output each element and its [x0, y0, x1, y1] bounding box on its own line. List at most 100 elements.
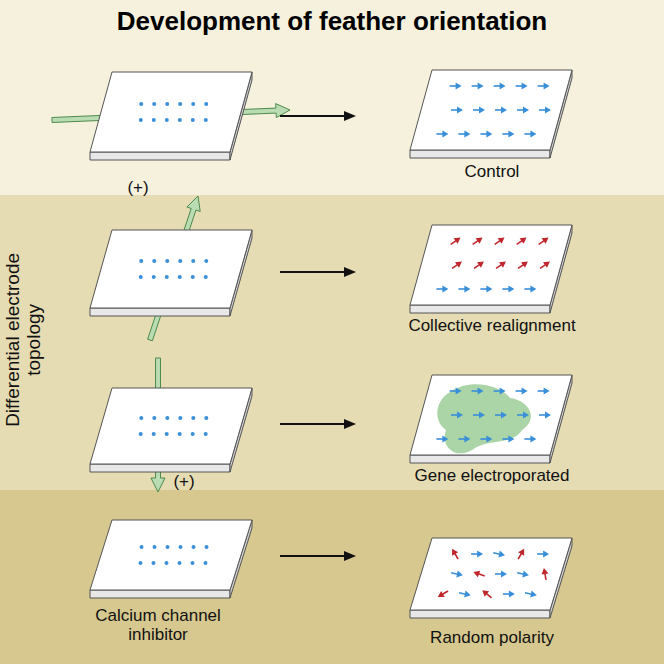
placode-dot	[152, 102, 156, 106]
plate-top	[410, 538, 572, 610]
placode-dot	[203, 561, 207, 565]
polarity-arrowhead	[454, 238, 461, 244]
result-label: Collective realignment	[392, 317, 592, 336]
top-band	[0, 0, 664, 195]
polarity-arrowhead	[509, 591, 515, 598]
placode-dot	[179, 545, 183, 549]
plate-top	[90, 388, 252, 464]
polarity-arrowhead	[457, 412, 463, 419]
placode-dot	[178, 102, 182, 106]
plate-edge	[410, 305, 550, 313]
placode-dot	[204, 416, 208, 420]
step-arrow	[280, 115, 345, 117]
plate-edge	[90, 590, 230, 598]
placode-dot	[177, 561, 181, 565]
row-group-label: Differential electrode topology	[3, 240, 45, 440]
polarity-arrowhead	[530, 286, 536, 293]
placode-dot	[139, 118, 143, 122]
polarity-arrowhead	[522, 571, 529, 578]
placode-dot	[204, 432, 208, 436]
polarity-arrowhead	[479, 412, 485, 419]
placode-dot	[165, 259, 169, 263]
placode-dot	[139, 102, 143, 106]
plate-edge	[410, 455, 550, 463]
polarity-arrowhead	[498, 551, 505, 558]
polarity-arrowhead	[501, 107, 507, 114]
polarity-arrowhead	[522, 388, 528, 395]
polarity-arrowhead	[508, 286, 514, 293]
step-arrowhead	[344, 551, 356, 561]
placode-dot	[191, 416, 195, 420]
step-arrowhead	[344, 267, 356, 277]
step-arrowhead	[344, 111, 356, 121]
result-label: Gene electroporated	[392, 467, 592, 486]
title: Development of feather orientation	[0, 6, 664, 37]
plate-top	[410, 375, 572, 455]
electrode-polarity: (+)	[164, 473, 204, 492]
polarity-arrowhead	[543, 262, 550, 268]
plate-top	[410, 70, 572, 150]
plate-top	[90, 230, 252, 308]
polarity-arrowhead	[464, 591, 471, 598]
plate-edge	[90, 308, 230, 316]
polarity-arrowhead	[456, 83, 462, 90]
polarity-arrowhead	[478, 83, 484, 90]
polarity-arrowhead	[544, 388, 550, 395]
plate-top	[90, 72, 252, 152]
placode-dot	[153, 545, 157, 549]
plate-edge	[90, 152, 230, 160]
polarity-arrowhead	[522, 83, 528, 90]
step-arrowhead	[344, 419, 356, 429]
polarity-arrowhead	[498, 238, 505, 244]
treatment-label: Calcium channel inhibitor	[73, 607, 243, 644]
polarity-arrowhead	[464, 436, 470, 443]
placode-dot	[190, 561, 194, 565]
electrode-polarity: (+)	[118, 179, 158, 198]
placode-dot	[178, 275, 182, 279]
polarity-arrowhead	[473, 571, 480, 578]
polarity-arrowhead	[452, 549, 458, 556]
placode-dot	[139, 275, 143, 279]
polarity-arrowhead	[464, 286, 470, 293]
step-arrow	[280, 271, 345, 273]
polarity-arrowhead	[530, 591, 537, 598]
polarity-arrowhead	[499, 262, 506, 268]
polarity-arrowhead	[456, 571, 463, 578]
polarity-arrowhead	[545, 107, 551, 114]
polarity-arrowhead	[476, 238, 483, 244]
placode-dot	[191, 118, 195, 122]
polarity-arrowhead	[543, 551, 549, 558]
placode-dot	[152, 432, 156, 436]
placode-dot	[139, 259, 143, 263]
placode-dot	[165, 118, 169, 122]
polarity-arrowhead	[464, 131, 470, 138]
plate-edge	[90, 464, 230, 472]
placode-dot	[205, 545, 209, 549]
placode-dot	[139, 432, 143, 436]
polarity-arrowhead	[520, 238, 527, 244]
placode-dot	[178, 118, 182, 122]
polarity-arrowhead	[456, 388, 462, 395]
placode-dot	[165, 275, 169, 279]
polarity-arrowhead	[501, 571, 507, 578]
placode-dot	[178, 416, 182, 420]
polarity-arrowhead	[500, 388, 506, 395]
placode-dot	[138, 561, 142, 565]
placode-dot	[178, 432, 182, 436]
placode-dot	[152, 416, 156, 420]
placode-dot	[204, 102, 208, 106]
polarity-arrowhead	[542, 238, 549, 244]
placode-dot	[164, 561, 168, 565]
polarity-arrowhead	[438, 591, 445, 597]
placode-dot	[165, 432, 169, 436]
polarity-arrowhead	[518, 549, 524, 556]
placode-dot	[191, 275, 195, 279]
polarity-arrowhead	[500, 83, 506, 90]
placode-dot	[139, 416, 143, 420]
placode-dot	[165, 102, 169, 106]
electroporated-region	[437, 384, 531, 453]
plate-edge	[410, 150, 550, 158]
polarity-arrowhead	[542, 568, 549, 575]
middle-band	[0, 195, 664, 490]
polarity-arrowhead	[523, 107, 529, 114]
